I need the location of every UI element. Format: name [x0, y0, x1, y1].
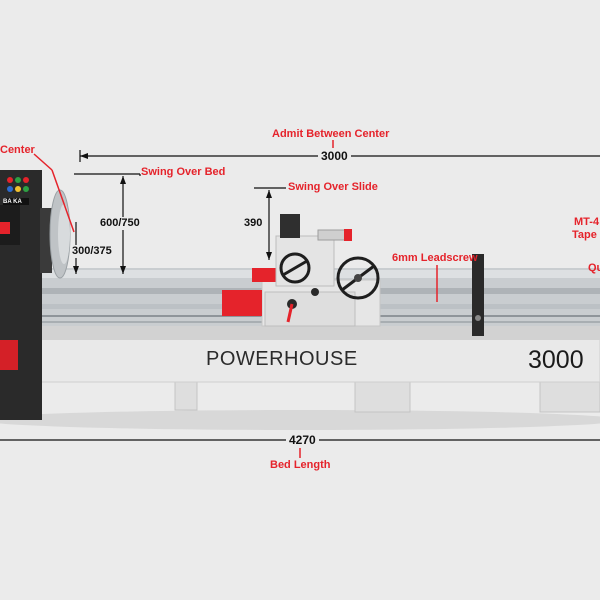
cross-slide-handwheel-icon — [279, 252, 311, 284]
steady-rest-knob — [475, 315, 481, 321]
arrow-head — [266, 190, 272, 198]
chuck-face — [58, 204, 70, 264]
label-swing-over-bed: Swing Over Bed — [141, 166, 226, 178]
model-number: 3000 — [528, 346, 584, 374]
carriage-red-tray — [252, 268, 280, 282]
spindle-housing — [40, 208, 52, 273]
control-logo: BA KA — [3, 199, 22, 205]
apron-lever — [286, 303, 294, 323]
control-button — [23, 186, 29, 192]
carriage-red-guard — [222, 290, 262, 316]
brand-name: POWERHOUSE — [206, 348, 358, 370]
handwheel-spoke — [282, 259, 308, 277]
compound-slide — [317, 229, 347, 241]
label-leadscrew: 6mm Leadscrew — [392, 252, 478, 264]
control-button — [7, 177, 13, 183]
value-admit-between-center: 3000 — [318, 150, 351, 163]
arrow-head — [73, 266, 79, 274]
leader-center — [51, 169, 75, 233]
arrow-head — [266, 252, 272, 260]
leader-center — [33, 153, 53, 171]
arrow-head — [80, 153, 88, 159]
carriage-handwheel-icon — [336, 256, 380, 300]
label-admit-between-center: Admit Between Center — [272, 128, 390, 140]
label-bed-length: Bed Length — [270, 459, 331, 471]
label-quill: Qu — [588, 262, 600, 274]
label-tailstock-taper-sub: Tape — [572, 229, 597, 241]
label-tailstock-taper: MT-4 — [574, 216, 600, 228]
apron-knob — [311, 288, 319, 296]
value-bed-length: 4270 — [286, 434, 319, 447]
control-button — [15, 177, 21, 183]
value-center-height: 300/375 — [72, 245, 112, 258]
value-swing-over-slide: 390 — [244, 217, 263, 230]
chip-tray — [40, 326, 600, 340]
bed-foot — [174, 379, 198, 411]
compound-handle-tip — [344, 229, 352, 241]
label-center-height: Center — [0, 144, 35, 156]
arrow-head — [120, 266, 126, 274]
bed-foot — [354, 379, 411, 413]
arrow-head — [120, 176, 126, 184]
value-swing-over-bed: 600/750 — [100, 217, 140, 230]
headstock-red-panel — [0, 340, 18, 370]
emergency-stop — [0, 222, 10, 234]
label-swing-over-slide: Swing Over Slide — [288, 181, 378, 193]
steady-rest-icon — [472, 254, 484, 336]
bed-foot — [539, 379, 600, 413]
apron — [264, 291, 356, 327]
tool-post-icon — [280, 214, 300, 238]
control-button — [23, 177, 29, 183]
control-button — [7, 186, 13, 192]
floor-shadow — [0, 410, 600, 430]
control-logo-plate — [3, 198, 29, 205]
control-button — [15, 186, 21, 192]
handwheel-hub — [354, 274, 362, 282]
